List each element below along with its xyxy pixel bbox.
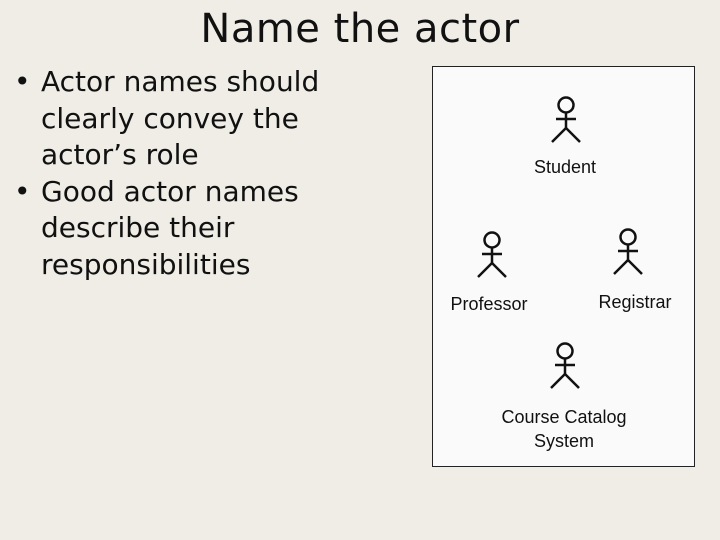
bullet-point-icon: • (14, 174, 31, 208)
bullet-list: • Actor names should clearly convey the … (14, 64, 344, 283)
stick-figure-icon (477, 231, 507, 278)
actor-registrar (610, 228, 646, 276)
actor-label-line: System (533, 431, 594, 451)
actor-label-student: Student (533, 157, 597, 177)
bullet-point-icon: • (14, 65, 31, 98)
bullet-item: • Good actor names describe their respon… (14, 174, 344, 284)
actor-professor (474, 231, 510, 279)
actor-label-registrar: Registrar (598, 292, 672, 312)
bullet-text: Good actor names describe their responsi… (41, 174, 299, 281)
bullet-item: • Actor names should clearly convey the … (14, 64, 344, 174)
actor-label-line: Course Catalog (501, 407, 627, 427)
actor-diagram-frame (432, 66, 695, 467)
actor-label-course-catalog-system: Course Catalog System (489, 405, 639, 453)
stick-figure-icon (551, 96, 581, 143)
bullet-text: Actor names should clearly convey the ac… (41, 65, 320, 171)
actor-student (548, 96, 584, 144)
actor-course-catalog-system (547, 342, 583, 390)
slide-title: Name the actor (200, 6, 520, 52)
stick-figure-icon (613, 228, 643, 275)
stick-figure-icon (550, 342, 580, 389)
actor-label-professor: Professor (450, 294, 528, 314)
